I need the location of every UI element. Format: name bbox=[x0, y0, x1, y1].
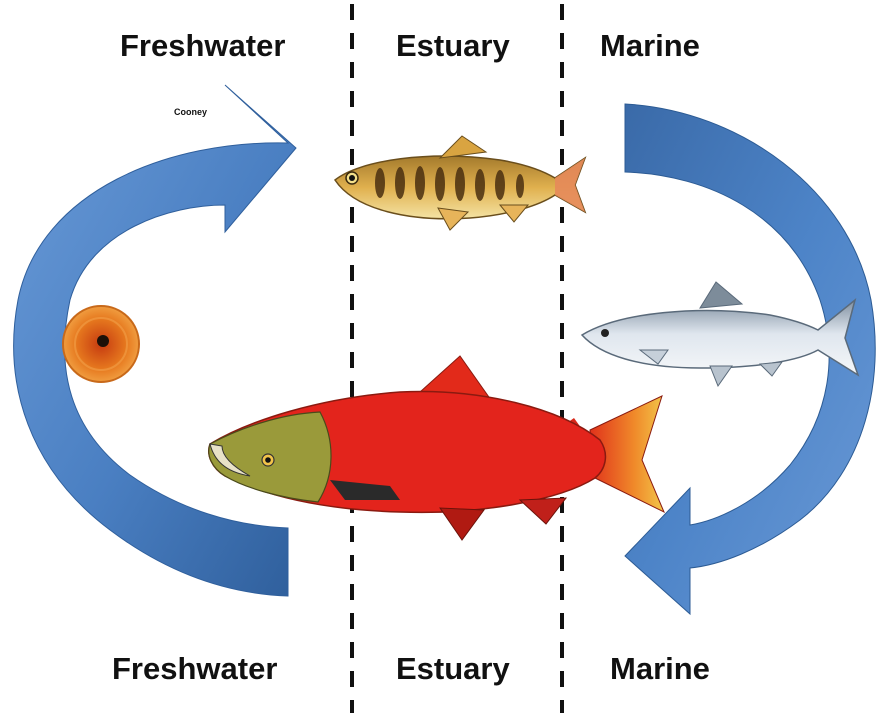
image-credit: Cooney bbox=[174, 107, 207, 117]
label-freshwater-bottom: Freshwater bbox=[112, 653, 277, 684]
spawning-salmon-icon bbox=[209, 356, 664, 540]
label-marine-bottom: Marine bbox=[610, 653, 710, 684]
label-freshwater-top: Freshwater bbox=[120, 30, 285, 61]
label-estuary-bottom: Estuary bbox=[396, 653, 510, 684]
egg-icon bbox=[63, 306, 139, 382]
left-cycle-arrow bbox=[14, 85, 296, 596]
fry-fish-icon bbox=[335, 136, 585, 230]
label-estuary-top: Estuary bbox=[396, 30, 510, 61]
ocean-salmon-icon bbox=[582, 282, 858, 386]
label-marine-top: Marine bbox=[600, 30, 700, 61]
